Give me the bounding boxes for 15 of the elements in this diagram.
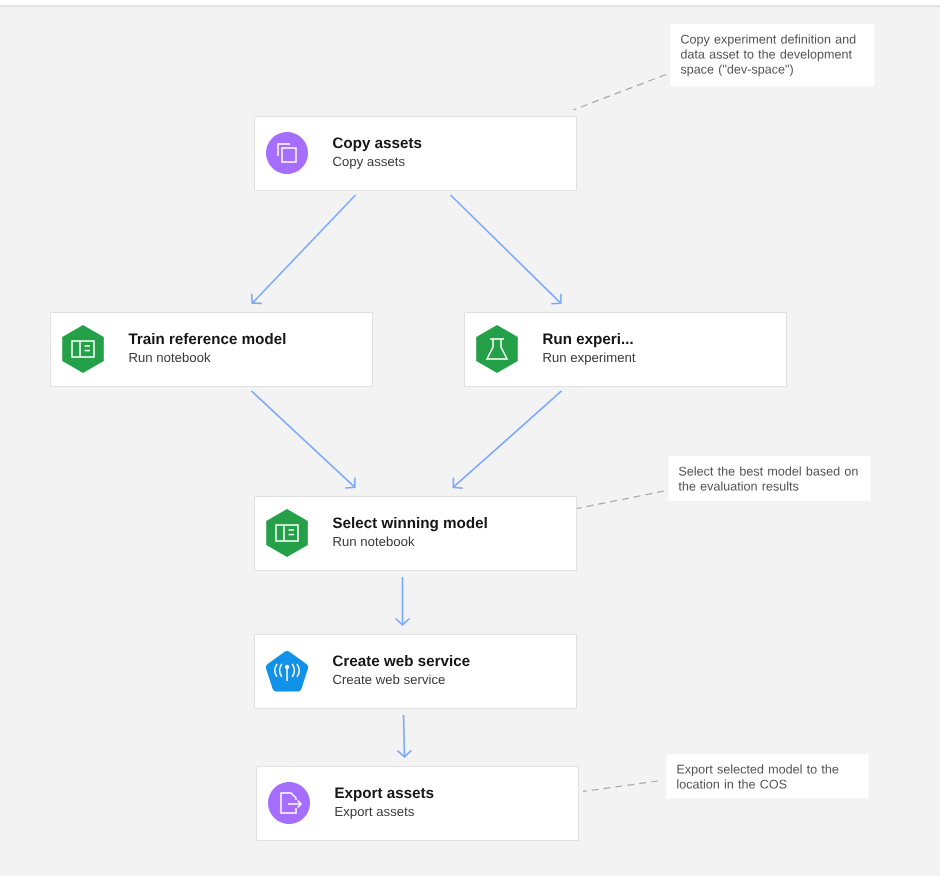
step-box <box>254 633 577 709</box>
leader-line <box>572 73 667 111</box>
step-box <box>254 495 577 571</box>
arrow <box>394 576 411 626</box>
step-box <box>50 311 373 387</box>
step-box <box>464 311 787 387</box>
arrow <box>396 714 413 758</box>
arrow <box>250 390 356 489</box>
step-box <box>254 116 577 191</box>
leader-line <box>576 490 665 510</box>
arrow <box>250 194 357 305</box>
arrow <box>449 194 562 305</box>
step-box <box>256 765 579 841</box>
leader-line <box>582 780 659 793</box>
arrow <box>452 390 563 490</box>
